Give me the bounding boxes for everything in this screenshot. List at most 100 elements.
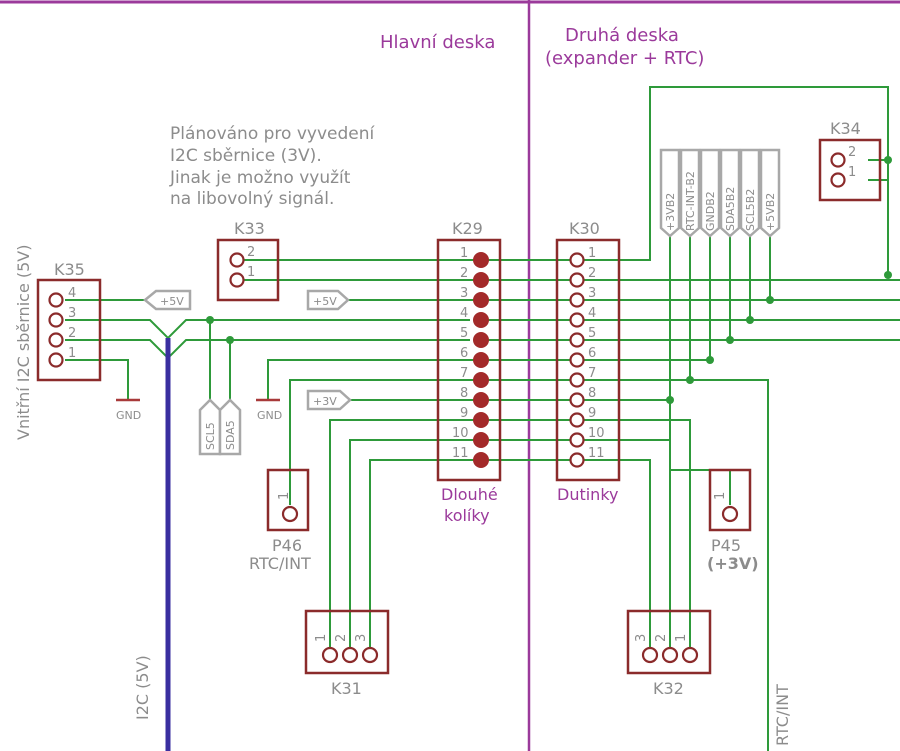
k30-pin-label: 3 bbox=[588, 286, 596, 301]
flag-scl5-shape bbox=[198, 398, 222, 456]
junction-rtcintb2 bbox=[686, 376, 694, 384]
flag-sda5b2-shape bbox=[719, 148, 741, 238]
flag-3vb2-label: +3VB2 bbox=[664, 193, 677, 231]
wire-k30-pin9-k32 bbox=[578, 419, 691, 650]
flag-scl5b2-shape bbox=[739, 148, 761, 238]
k29-pin-label: 1 bbox=[460, 246, 468, 261]
k29-pin-label: 11 bbox=[452, 446, 469, 461]
k34-pin-label: 2 bbox=[848, 145, 856, 160]
k32-pin-label: 1 bbox=[674, 634, 689, 642]
k30-pin-label: 8 bbox=[588, 386, 596, 401]
k29-pin-labels: 1 2 3 4 5 6 7 8 9 10 11 bbox=[452, 246, 469, 461]
wire-k35-pin1-gnd bbox=[65, 359, 129, 400]
k31-body bbox=[304, 609, 390, 675]
k29-pad bbox=[473, 252, 489, 268]
k32-body bbox=[626, 609, 712, 675]
junction-sda5b2 bbox=[726, 336, 734, 344]
k35-body bbox=[36, 278, 102, 382]
flag-gndb2-shape bbox=[699, 148, 721, 238]
flag-rtcintb2-shape bbox=[679, 148, 701, 238]
k31-pin-label: 1 bbox=[314, 634, 329, 642]
k30-pin-label: 11 bbox=[588, 446, 605, 461]
k29-pin-label: 9 bbox=[460, 406, 468, 421]
flag-5vb2-label: +5VB2 bbox=[764, 193, 777, 231]
p46-pad bbox=[281, 505, 299, 523]
wire-k31-pin2 bbox=[349, 439, 480, 650]
k30-pad bbox=[569, 332, 585, 348]
p46-pin-label: 1 bbox=[277, 492, 292, 500]
wire-k30-pin11-k32 bbox=[578, 459, 651, 650]
k29-caption-line2: kolíky bbox=[444, 506, 490, 525]
connector-k35: K35 4 3 2 1 Vnitřní I2C sběrnice (5V) bbox=[14, 245, 102, 440]
k30-pads bbox=[569, 252, 585, 468]
k30-pad bbox=[569, 252, 585, 268]
k34-pin-label: 1 bbox=[848, 165, 856, 180]
left-board-title: Hlavní deska bbox=[380, 32, 495, 53]
gnd-symbol-mid: GND bbox=[256, 398, 282, 422]
connector-k33: K33 2 1 bbox=[216, 219, 280, 302]
k29-body bbox=[436, 238, 502, 482]
k31-pad-3 bbox=[361, 646, 379, 664]
wire-k35-pin3 bbox=[65, 319, 470, 340]
flag-plus3v-mid-shape bbox=[306, 389, 352, 411]
k31-pin-label: 2 bbox=[334, 634, 349, 642]
k30-pin-label: 6 bbox=[588, 346, 596, 361]
note-line-2: I2C sběrnice (3V). bbox=[170, 146, 322, 166]
k31-name: K31 bbox=[331, 679, 362, 698]
p46-body bbox=[266, 468, 310, 532]
k29-pin-label: 7 bbox=[460, 366, 468, 381]
note-line-3: Jinak je možno využít bbox=[169, 168, 351, 188]
k33-pad-1 bbox=[229, 272, 245, 288]
k32-pin-label: 2 bbox=[654, 634, 669, 642]
wire-k30-pin10-k32 bbox=[578, 439, 671, 650]
k35-pad-1 bbox=[48, 352, 64, 368]
connector-k31: 1 2 3 K31 bbox=[304, 609, 390, 698]
flag-gndb2-label: GNDB2 bbox=[704, 191, 717, 231]
flag-3vb2-shape bbox=[659, 148, 681, 238]
k29-pin-label: 8 bbox=[460, 386, 468, 401]
connector-k30: K30 1 2 3 4 5 6 7 8 9 10 11 bbox=[555, 219, 621, 504]
test-point-p46: 1 P46 RTC/INT bbox=[249, 468, 311, 573]
note-line-1: Plánováno pro vyvedení bbox=[170, 124, 376, 144]
wire-gnd-k29 bbox=[267, 359, 480, 400]
k29-pin-label: 4 bbox=[460, 306, 468, 321]
k29-pin-label: 5 bbox=[460, 326, 468, 341]
k29-pad bbox=[473, 432, 489, 448]
flag-plus5v-small: +5V bbox=[143, 289, 192, 311]
rtc-int-wire-label: RTC/INT bbox=[773, 684, 792, 746]
flag-plus5v-mid-label: +5V bbox=[313, 295, 337, 308]
junction-k34-2 bbox=[884, 156, 892, 164]
wires bbox=[65, 86, 900, 751]
k29-pad bbox=[473, 352, 489, 368]
k34-pad-2 bbox=[830, 152, 846, 168]
k32-pad-3 bbox=[641, 646, 659, 664]
gnd-mid-label: GND bbox=[257, 409, 282, 422]
k33-pin-label: 2 bbox=[247, 245, 255, 260]
k30-pad bbox=[569, 392, 585, 408]
junctions bbox=[206, 156, 892, 404]
junction-scl5 bbox=[206, 316, 214, 324]
k29-pin-label: 6 bbox=[460, 346, 468, 361]
k35-pin-label: 2 bbox=[68, 326, 76, 341]
planning-note: Plánováno pro vyvedení I2C sběrnice (3V)… bbox=[169, 124, 376, 209]
flag-scl5: SCL5 bbox=[198, 398, 222, 456]
k30-pin-label: 10 bbox=[588, 426, 605, 441]
k29-pad bbox=[473, 412, 489, 428]
note-line-4: na libovolný signál. bbox=[170, 189, 334, 209]
k33-body bbox=[216, 238, 280, 302]
k30-pad bbox=[569, 372, 585, 388]
k35-pad-2 bbox=[48, 332, 64, 348]
p45-pad bbox=[721, 505, 739, 523]
wire-p46-k29-pin7 bbox=[289, 379, 480, 505]
wire-k31-pin1 bbox=[329, 419, 480, 650]
k30-name: K30 bbox=[569, 219, 600, 238]
wire-k35-pin2 bbox=[65, 339, 470, 360]
k30-pin-labels: 1 2 3 4 5 6 7 8 9 10 11 bbox=[588, 246, 605, 461]
k30-pin-label: 2 bbox=[588, 266, 596, 281]
k30-pad bbox=[569, 272, 585, 288]
k31-pin-label: 3 bbox=[354, 634, 369, 642]
k33-pad-2 bbox=[229, 252, 245, 268]
k30-pin-label: 5 bbox=[588, 326, 596, 341]
k29-pad bbox=[473, 332, 489, 348]
